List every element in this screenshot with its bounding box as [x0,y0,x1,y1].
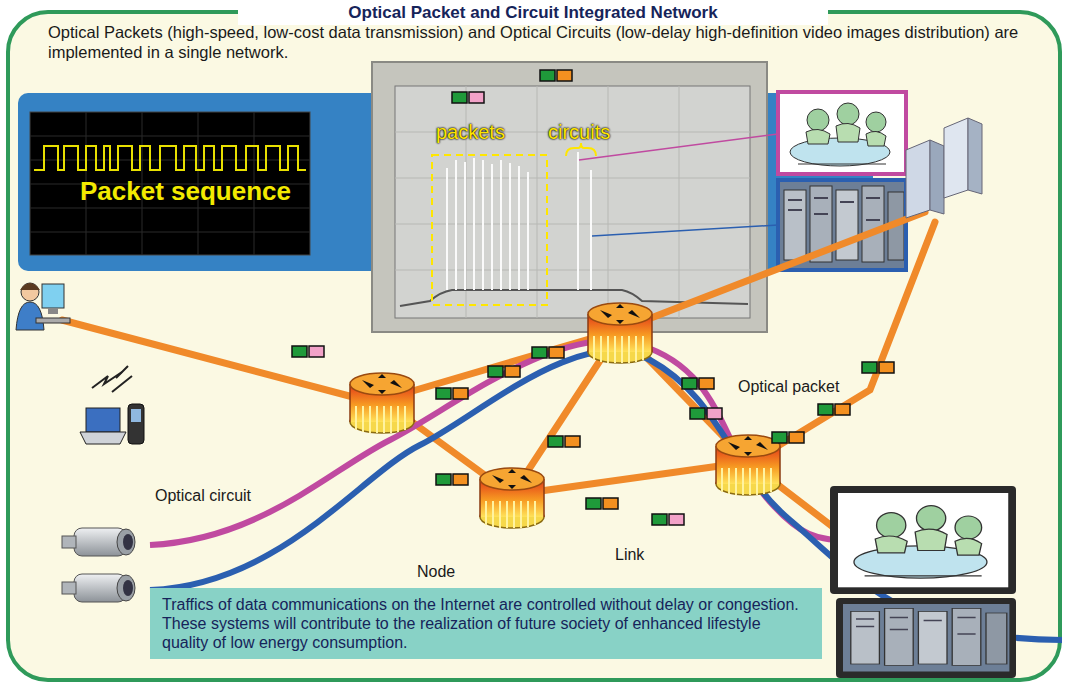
part-label: Link [612,545,647,565]
line-label: Optical circuit [152,486,254,506]
part-label: Node [414,562,458,582]
subtitle-text: Optical Packets (high-speed, low-cost da… [48,22,1038,62]
spectrum-label: packets [436,120,505,144]
spectrum-label: circuits [548,120,610,144]
box-text: Traffics of data communications on the I… [162,595,810,614]
line-label: Optical packet [735,377,842,397]
title-text: Optical Packet and Circuit Integrated Ne… [238,2,828,24]
screen-caption: Packet sequence [80,176,291,206]
note-box: Traffics of data communications on the I… [150,588,822,659]
box-text: These systems will contribute to the rea… [162,614,810,652]
